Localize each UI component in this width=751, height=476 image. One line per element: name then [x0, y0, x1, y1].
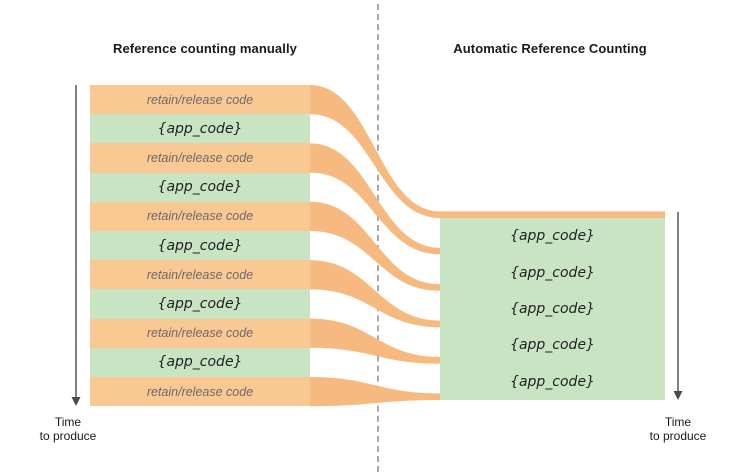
right-time-axis-label: Time to produce: [628, 415, 728, 443]
bar-label: {app_code}: [510, 300, 595, 317]
left-retain-release-bar: retain/release code: [90, 260, 310, 290]
bar-label: {app_code}: [510, 228, 595, 245]
left-retain-release-bar: retain/release code: [90, 377, 310, 407]
left-time-axis-label: Time to produce: [18, 415, 118, 443]
left-retain-release-bar: retain/release code: [90, 85, 310, 115]
flow-ribbon-1: [310, 85, 440, 218]
left-time-arrow: [71, 85, 81, 406]
bar-label: {app_code}: [157, 295, 243, 312]
bar-label: retain/release code: [146, 150, 254, 165]
left-retain-release-bar: retain/release code: [90, 143, 310, 173]
bar-label: {app_code}: [510, 264, 595, 281]
left-time-axis-label-line1: Time: [54, 415, 82, 429]
left-retain-release-bar: retain/release code: [90, 201, 310, 231]
right-time-axis-label-line1: Time: [664, 415, 692, 429]
bar-label: {app_code}: [510, 373, 595, 390]
left-app-code-bar: {app_code}: [90, 347, 310, 377]
right-time-axis-label-line2: to produce: [649, 429, 707, 443]
center-divider-line: [377, 4, 379, 472]
flow-ribbon-2: [310, 143, 440, 255]
bar-label: retain/release code: [146, 384, 254, 399]
left-app-code-bar: {app_code}: [90, 289, 310, 319]
bar-label: retain/release code: [146, 209, 254, 224]
bar-label: {app_code}: [510, 337, 595, 354]
right-app-code-bar: {app_code}: [440, 290, 665, 328]
left-app-code-bar: {app_code}: [90, 231, 310, 261]
left-retain-release-bar: retain/release code: [90, 318, 310, 348]
right-retain-release-line-1: [440, 211, 665, 218]
right-app-code-bar: {app_code}: [440, 218, 665, 255]
bar-label: {app_code}: [157, 179, 243, 196]
bar-label: {app_code}: [157, 237, 243, 254]
right-column-title: Automatic Reference Counting: [453, 41, 647, 56]
bar-label: retain/release code: [146, 92, 254, 107]
left-column-title: Reference counting manually: [112, 41, 298, 56]
right-app-code-bar: {app_code}: [440, 363, 665, 400]
bar-label: retain/release code: [146, 267, 254, 282]
flow-ribbon-4: [310, 260, 440, 328]
flow-ribbon-5: [310, 318, 440, 364]
left-app-code-bar: {app_code}: [90, 114, 310, 144]
flow-ribbon-6: [310, 377, 440, 407]
bar-label: {app_code}: [157, 354, 243, 371]
left-app-code-bar: {app_code}: [90, 172, 310, 202]
left-time-axis-label-line2: to produce: [39, 429, 97, 443]
right-time-arrow: [673, 212, 683, 400]
right-app-code-bar: {app_code}: [440, 254, 665, 291]
bar-label: {app_code}: [157, 120, 243, 137]
bar-label: retain/release code: [146, 326, 254, 341]
flow-ribbon-3: [310, 201, 440, 291]
right-app-code-bar: {app_code}: [440, 327, 665, 364]
